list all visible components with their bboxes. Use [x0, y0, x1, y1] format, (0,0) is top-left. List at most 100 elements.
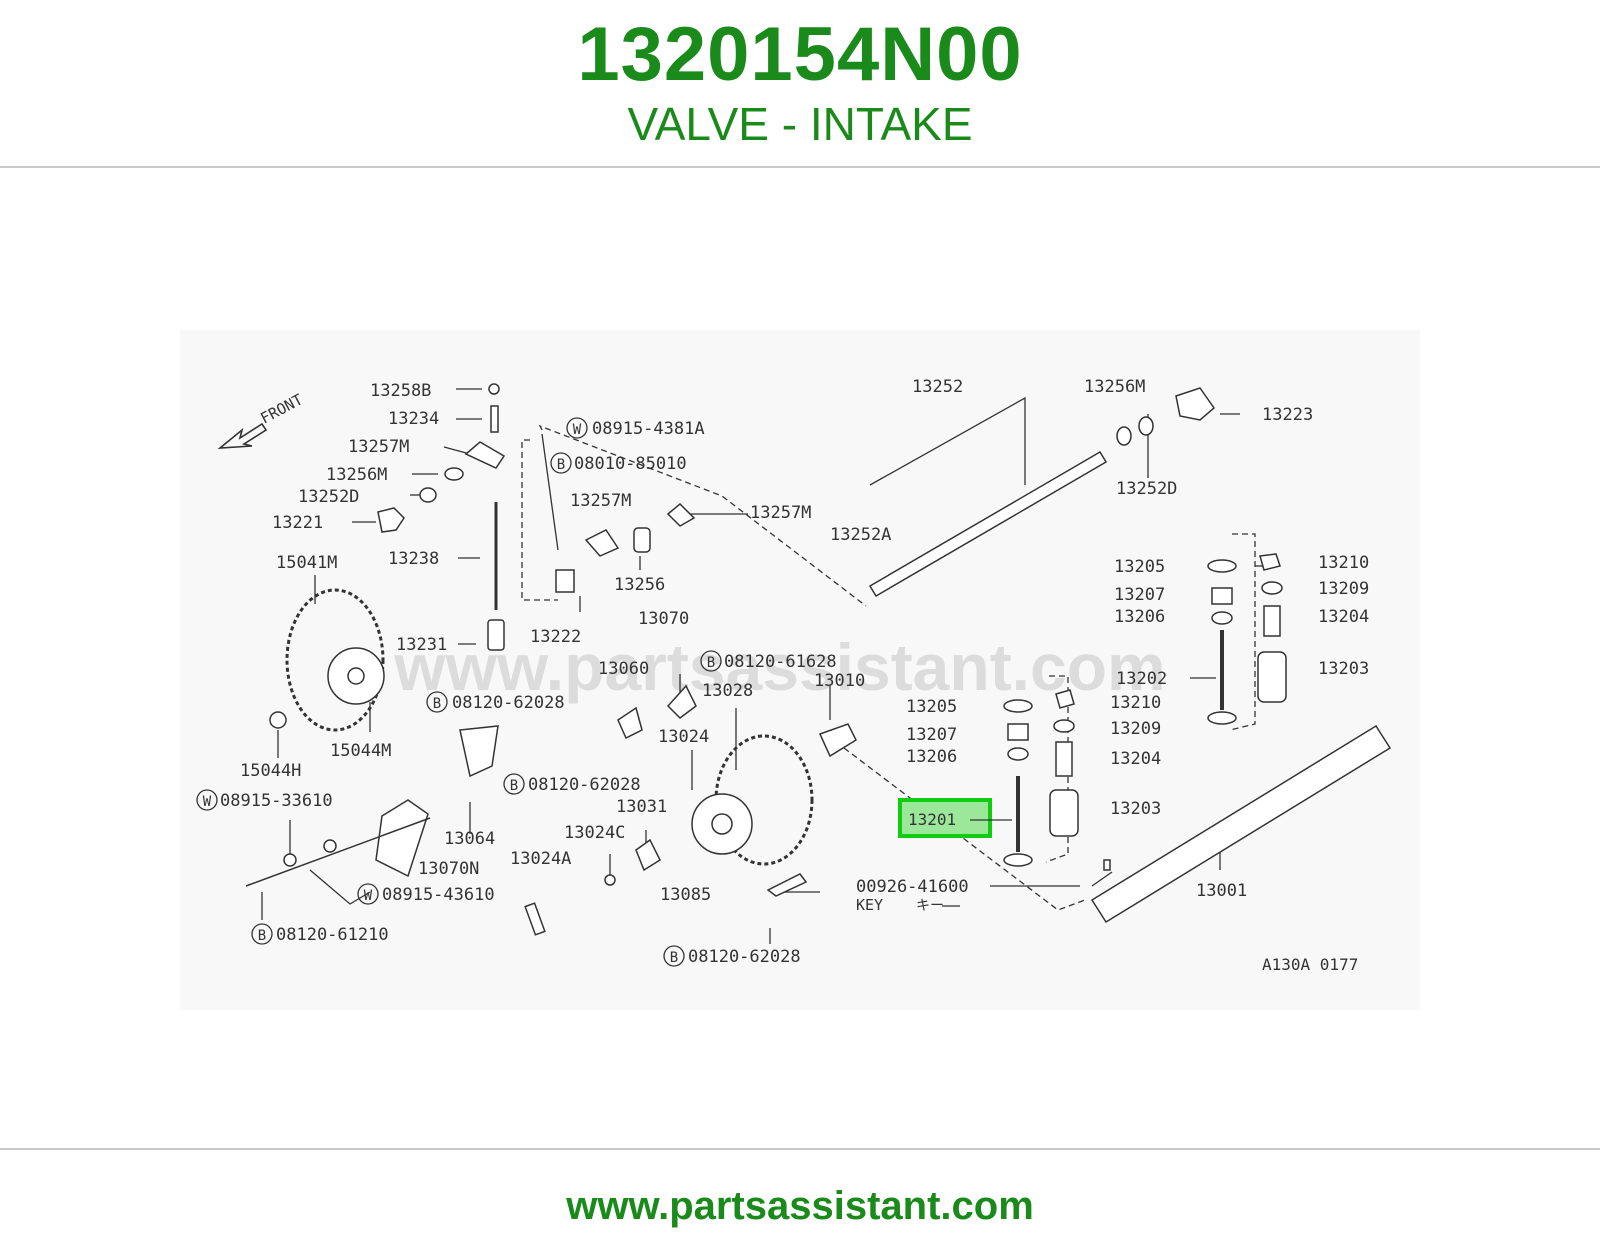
spring-icon	[633, 527, 651, 553]
label-08010-85010[interactable]: 08010-85010	[574, 454, 687, 474]
label-13209-b[interactable]: 13209	[1110, 719, 1161, 739]
chain-guide-icon	[818, 723, 857, 758]
tensioner-body-icon	[666, 684, 697, 719]
label-13070[interactable]: 13070	[638, 609, 689, 629]
label-08120-62028-c[interactable]: 08120-62028	[688, 947, 801, 967]
label-13252A[interactable]: 13252A	[830, 525, 891, 545]
label-13258B[interactable]: 13258B	[370, 381, 431, 401]
label-13024[interactable]: 13024	[658, 727, 709, 747]
bolt-symbol-icon	[700, 650, 722, 672]
bolt-icon	[269, 711, 287, 729]
label-13257M[interactable]: 13257M	[348, 437, 409, 457]
bolt-symbol-icon	[251, 923, 273, 945]
bracket-icon	[617, 706, 643, 740]
label-08120-61628[interactable]: 08120-61628	[724, 652, 837, 672]
label-13206-a[interactable]: 13206	[1114, 607, 1165, 627]
front-label: FRONT	[257, 390, 305, 427]
label-00926-41600[interactable]: 00926-41600	[856, 877, 969, 897]
label-15044M[interactable]: 15044M	[330, 741, 391, 761]
footer-url-link[interactable]: www.partsassistant.com	[566, 1184, 1034, 1228]
label-13202[interactable]: 13202	[1116, 669, 1167, 689]
label-13234[interactable]: 13234	[388, 409, 439, 429]
watermark-text: www.partsassistant.com	[393, 630, 1165, 704]
svg-text:B: B	[707, 655, 715, 671]
label-13001[interactable]: 13001	[1196, 881, 1247, 901]
washer-symbol-icon	[566, 417, 588, 439]
header-divider	[0, 166, 1600, 168]
label-08915-33610[interactable]: 08915-33610	[220, 791, 333, 811]
washer-icon	[419, 487, 437, 503]
washer-symbol-icon	[357, 883, 379, 905]
label-13085[interactable]: 13085	[660, 885, 711, 905]
label-13209-a[interactable]: 13209	[1318, 579, 1369, 599]
label-13070N[interactable]: 13070N	[418, 859, 479, 879]
parts-diagram: www.partsassistant.com FRONT	[180, 330, 1420, 1010]
label-13201[interactable]: 13201	[908, 810, 956, 829]
highlight-box[interactable]	[898, 798, 992, 838]
front-arrow-icon	[217, 422, 268, 449]
label-13204-b[interactable]: 13204	[1110, 749, 1161, 769]
part-number-title: 1320154N00	[577, 12, 1023, 97]
label-13024A[interactable]: 13024A	[510, 849, 571, 869]
washer-icon	[1116, 426, 1132, 446]
retainer-icon	[1207, 559, 1237, 573]
label-13222[interactable]: 13222	[530, 627, 581, 647]
parts-diagram-svg: www.partsassistant.com FRONT	[196, 377, 1392, 974]
label-13205-b[interactable]: 13205	[906, 697, 957, 717]
label-13207-b[interactable]: 13207	[906, 725, 957, 745]
label-13257M-c[interactable]: 13257M	[750, 503, 811, 523]
key-icon	[1103, 859, 1111, 871]
label-13231[interactable]: 13231	[396, 635, 447, 655]
label-13223[interactable]: 13223	[1262, 405, 1313, 425]
label-13257M-b[interactable]: 13257M	[570, 491, 631, 511]
label-13252[interactable]: 13252	[912, 377, 963, 397]
label-13064[interactable]: 13064	[444, 829, 495, 849]
camshaft-icon	[1090, 724, 1392, 924]
label-13210-a[interactable]: 13210	[1318, 553, 1369, 573]
label-13203-b[interactable]: 13203	[1110, 799, 1161, 819]
svg-text:B: B	[557, 457, 565, 473]
label-08120-62028-a[interactable]: 08120-62028	[452, 693, 565, 713]
label-08120-62028-b[interactable]: 08120-62028	[528, 775, 641, 795]
rocker-pivot-icon	[555, 569, 575, 593]
label-13221[interactable]: 13221	[272, 513, 323, 533]
label-13256M[interactable]: 13256M	[326, 465, 387, 485]
key-label: KEY	[856, 896, 883, 914]
bolt-symbol-icon	[426, 691, 448, 713]
seal-icon	[1211, 587, 1233, 605]
chain-guide-icon	[766, 873, 808, 897]
label-13256[interactable]: 13256	[614, 575, 665, 595]
label-13203-a[interactable]: 13203	[1318, 659, 1369, 679]
chain-guide-icon	[375, 799, 429, 878]
label-13238[interactable]: 13238	[388, 549, 439, 569]
label-13252D-b[interactable]: 13252D	[1116, 479, 1177, 499]
valve-head-icon	[1207, 711, 1237, 725]
label-13205-a[interactable]: 13205	[1114, 557, 1165, 577]
rocker-arm-icon	[666, 502, 696, 527]
label-08915-43610[interactable]: 08915-43610	[382, 885, 495, 905]
nut-icon	[488, 383, 500, 395]
label-13028[interactable]: 13028	[702, 681, 753, 701]
label-13031[interactable]: 13031	[616, 797, 667, 817]
label-15044H[interactable]: 15044H	[240, 761, 301, 781]
label-13024C[interactable]: 13024C	[564, 823, 625, 843]
bolt-symbol-icon	[503, 773, 525, 795]
label-13060[interactable]: 13060	[598, 659, 649, 679]
label-13207-a[interactable]: 13207	[1114, 585, 1165, 605]
rocker-shaft-icon	[868, 450, 1108, 598]
label-13204-a[interactable]: 13204	[1318, 607, 1369, 627]
lifter-icon	[487, 619, 505, 651]
label-13256M-b[interactable]: 13256M	[1084, 377, 1145, 397]
timing-chain-icon	[285, 588, 385, 732]
label-08915-4381A[interactable]: 08915-4381A	[592, 419, 705, 439]
label-13206-b[interactable]: 13206	[906, 747, 957, 767]
label-13010[interactable]: 13010	[814, 671, 865, 691]
label-13210-b[interactable]: 13210	[1110, 693, 1161, 713]
label-15041M[interactable]: 15041M	[276, 553, 337, 573]
label-08120-61210[interactable]: 08120-61210	[276, 925, 389, 945]
washer-icon	[604, 874, 616, 886]
washer-icon	[444, 467, 464, 481]
label-13252D[interactable]: 13252D	[298, 487, 359, 507]
svg-text:W: W	[364, 888, 373, 904]
cotter-icon	[1259, 553, 1281, 571]
